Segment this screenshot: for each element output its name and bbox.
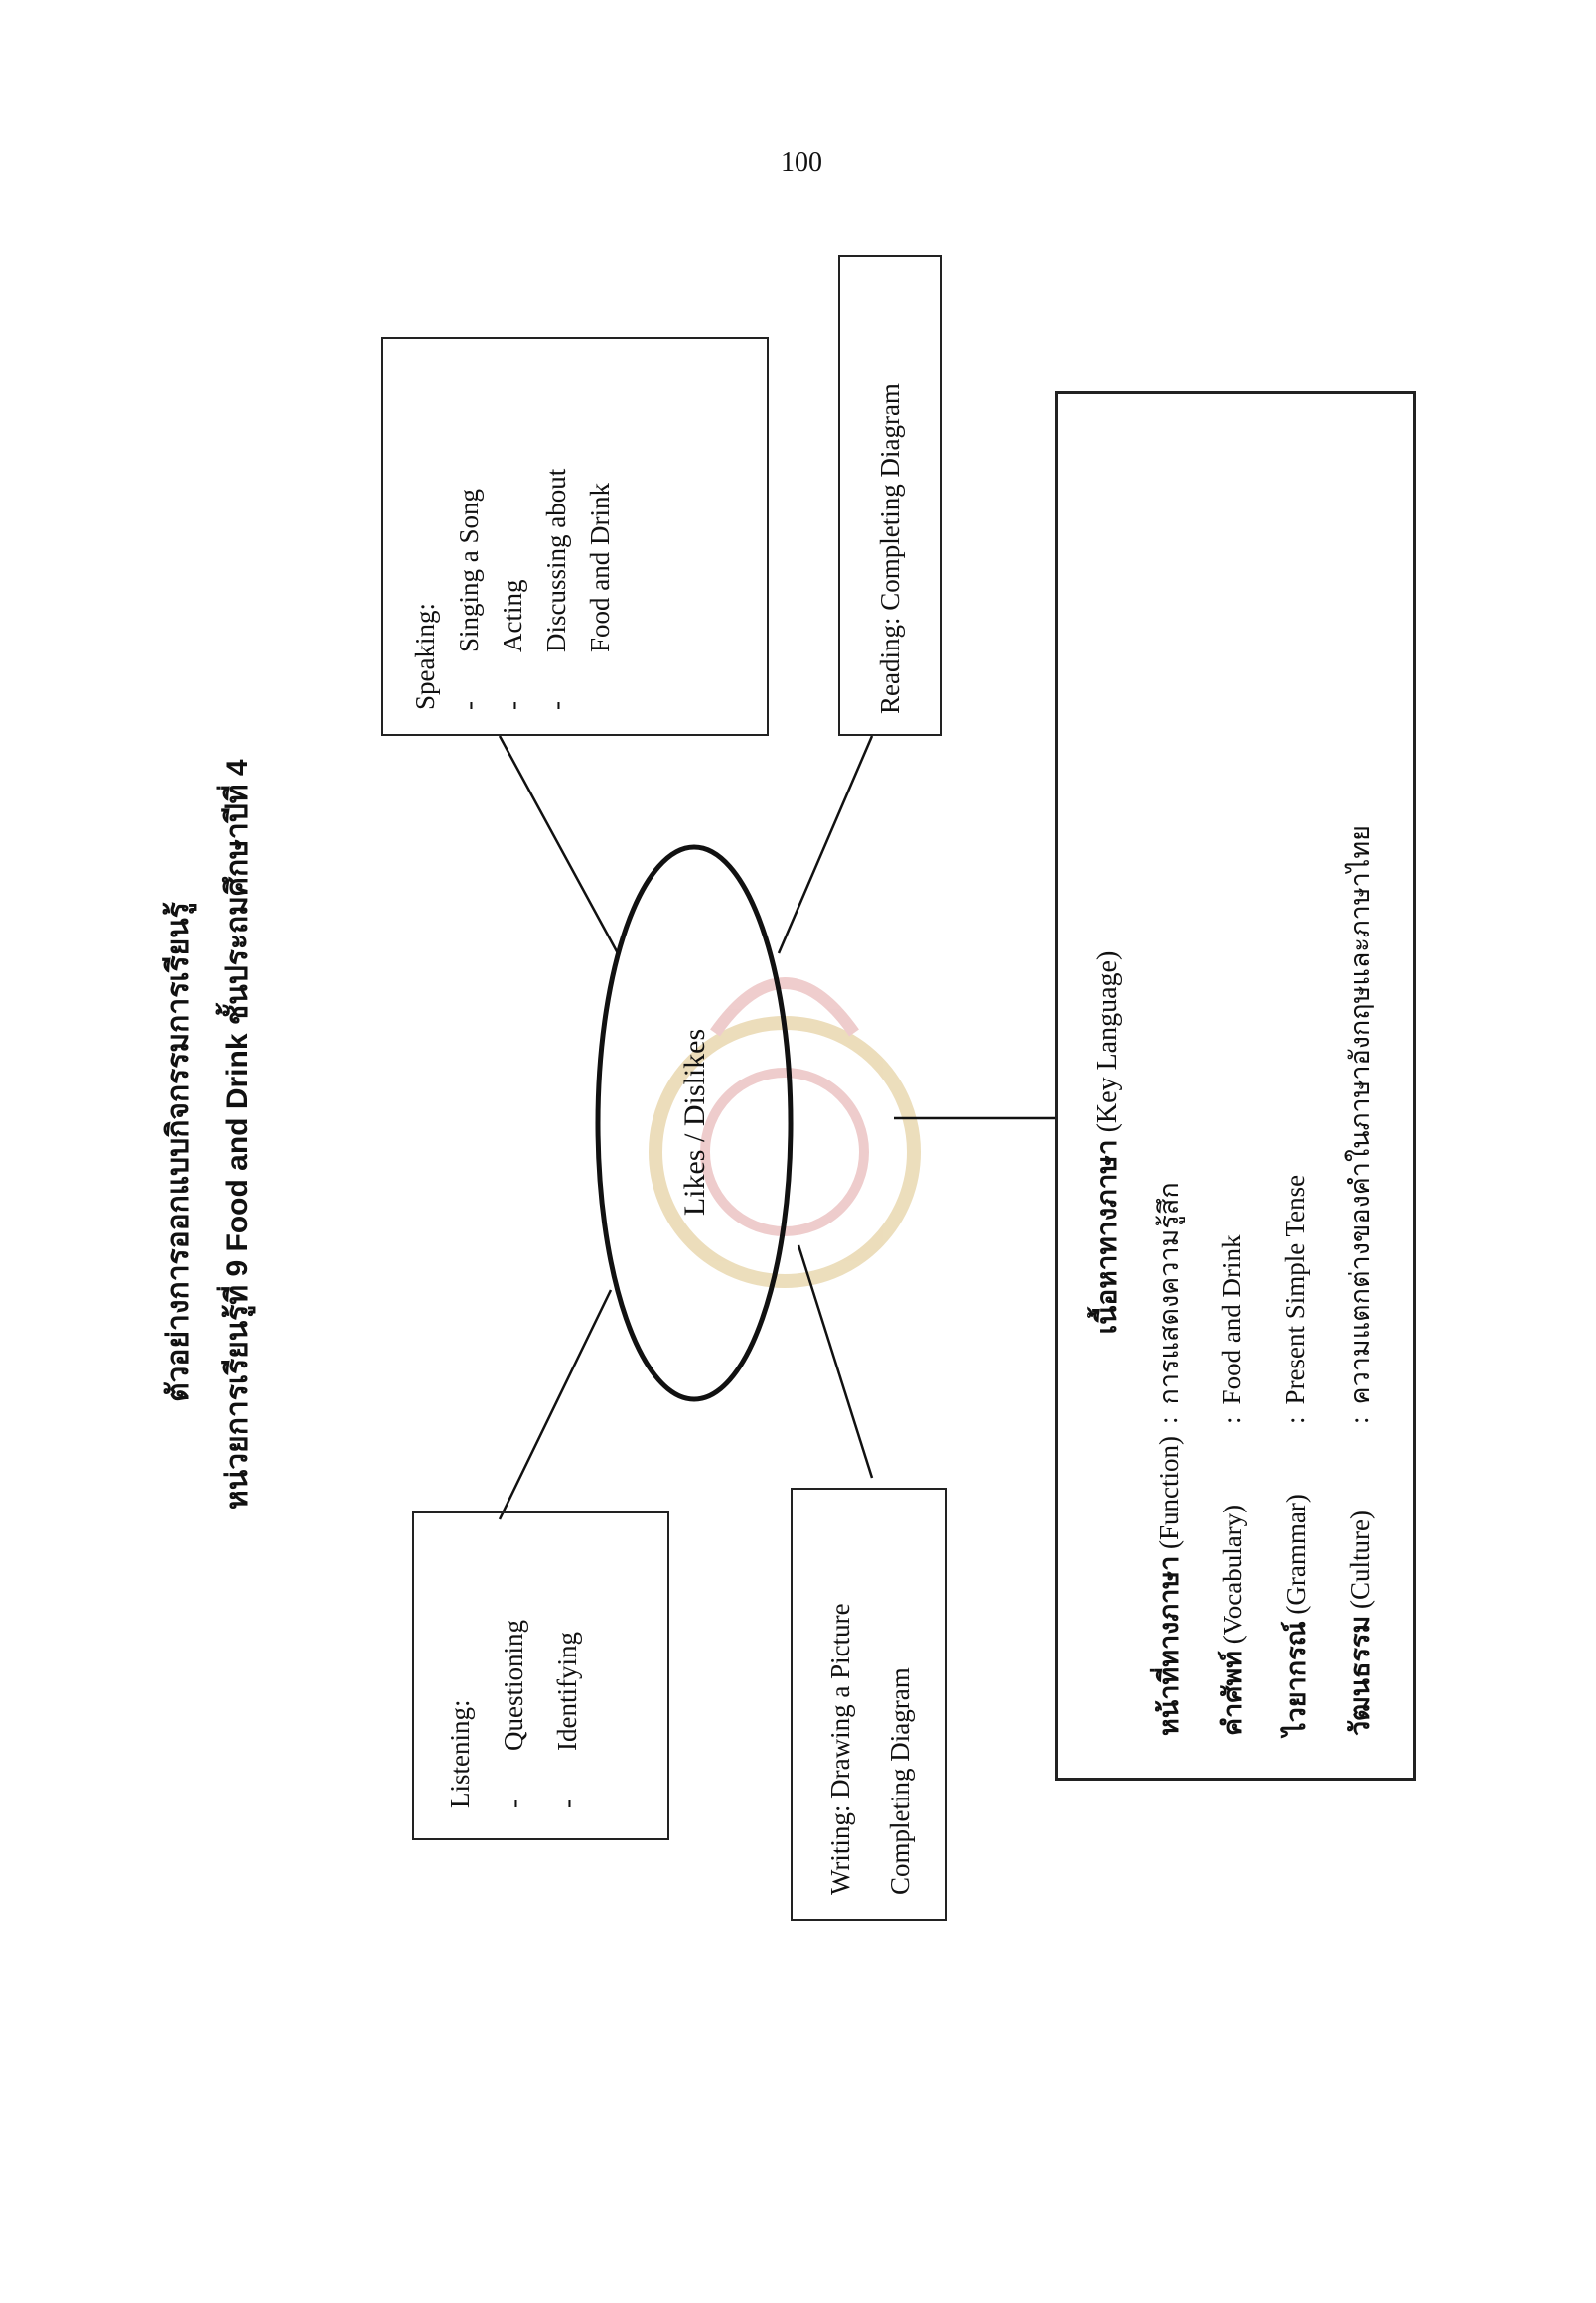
key-language-row: หน้าที่ทางภาษา (Function):การแสดงความรู้… xyxy=(1152,1182,1184,1736)
speaking-item: Singing a Song xyxy=(454,488,484,652)
writing-box: Writing: Drawing a Picture Completing Di… xyxy=(791,1488,947,1921)
connector-speaking xyxy=(498,735,620,954)
speaking-item: Acting xyxy=(498,579,527,653)
listening-heading: Listening: xyxy=(445,1699,475,1809)
listening-item: Questioning xyxy=(499,1620,528,1751)
writing-line-2: Completing Diagram xyxy=(885,1667,915,1895)
speaking-item-continuation: Food and Drink xyxy=(585,483,615,652)
speaking-box: Speaking: -Singing a Song -Acting -Discu… xyxy=(381,337,769,736)
center-ellipse xyxy=(595,844,794,1402)
key-language-table: หน้าที่ทางภาษา (Function):การแสดงความรู้… xyxy=(1136,819,1390,1742)
key-language-row: วัฒนธรรม (Culture):ความแตกต่างของคำในภาษ… xyxy=(1343,825,1375,1736)
connector-listening xyxy=(498,1289,613,1520)
reading-text: Reading: Completing Diagram xyxy=(875,383,905,714)
listening-box: Listening: -Questioning -Identifying xyxy=(412,1511,669,1840)
connector-writing xyxy=(797,1244,874,1479)
key-language-row: คำศัพท์ (Vocabulary):Food and Drink xyxy=(1216,1234,1247,1736)
reading-box: Reading: Completing Diagram xyxy=(838,255,942,736)
center-label: Likes / Dislikes xyxy=(678,1028,711,1217)
speaking-item: Discussing about xyxy=(541,468,571,652)
connector-reading xyxy=(777,735,874,954)
page-number: 100 xyxy=(781,147,822,178)
key-language-heading: เนื้อหาทางภาษา (Key Language) xyxy=(1091,950,1123,1335)
speaking-heading: Speaking: xyxy=(410,603,440,710)
writing-line-1: Writing: Drawing a Picture xyxy=(825,1603,855,1895)
listening-item: Identifying xyxy=(552,1632,582,1751)
key-language-row: ไวยากรณ์ (Grammar):Present Simple Tense xyxy=(1279,1174,1311,1736)
center-topic: Likes / Dislikes xyxy=(655,993,735,1251)
key-language-box: เนื้อหาทางภาษา (Key Language) หน้าที่ทาง… xyxy=(1055,391,1416,1781)
